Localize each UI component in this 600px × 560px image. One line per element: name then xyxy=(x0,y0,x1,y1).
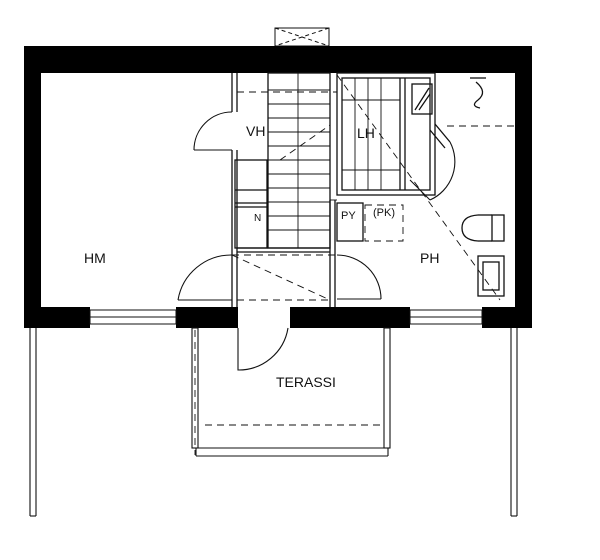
sauna-benches xyxy=(342,78,400,190)
room-label-terassi: TERASSI xyxy=(276,374,336,390)
dashed-lines xyxy=(194,74,515,455)
chimney-top xyxy=(274,27,330,47)
room-label-lh: LH xyxy=(357,125,375,141)
room-label-vh: VH xyxy=(246,123,265,139)
interior-walls xyxy=(231,72,505,307)
terrace xyxy=(191,327,391,457)
roof-posts xyxy=(29,328,518,517)
room-label-pk: (PK) xyxy=(373,207,395,219)
door-swings xyxy=(177,111,456,371)
room-label-hm: HM xyxy=(84,250,106,266)
room-label-py: PY xyxy=(341,210,356,222)
room-label-ph: PH xyxy=(420,250,439,266)
stair-treads xyxy=(268,73,330,248)
exterior-walls xyxy=(24,46,532,328)
room-label-n: N xyxy=(254,213,261,224)
windows xyxy=(89,309,483,325)
